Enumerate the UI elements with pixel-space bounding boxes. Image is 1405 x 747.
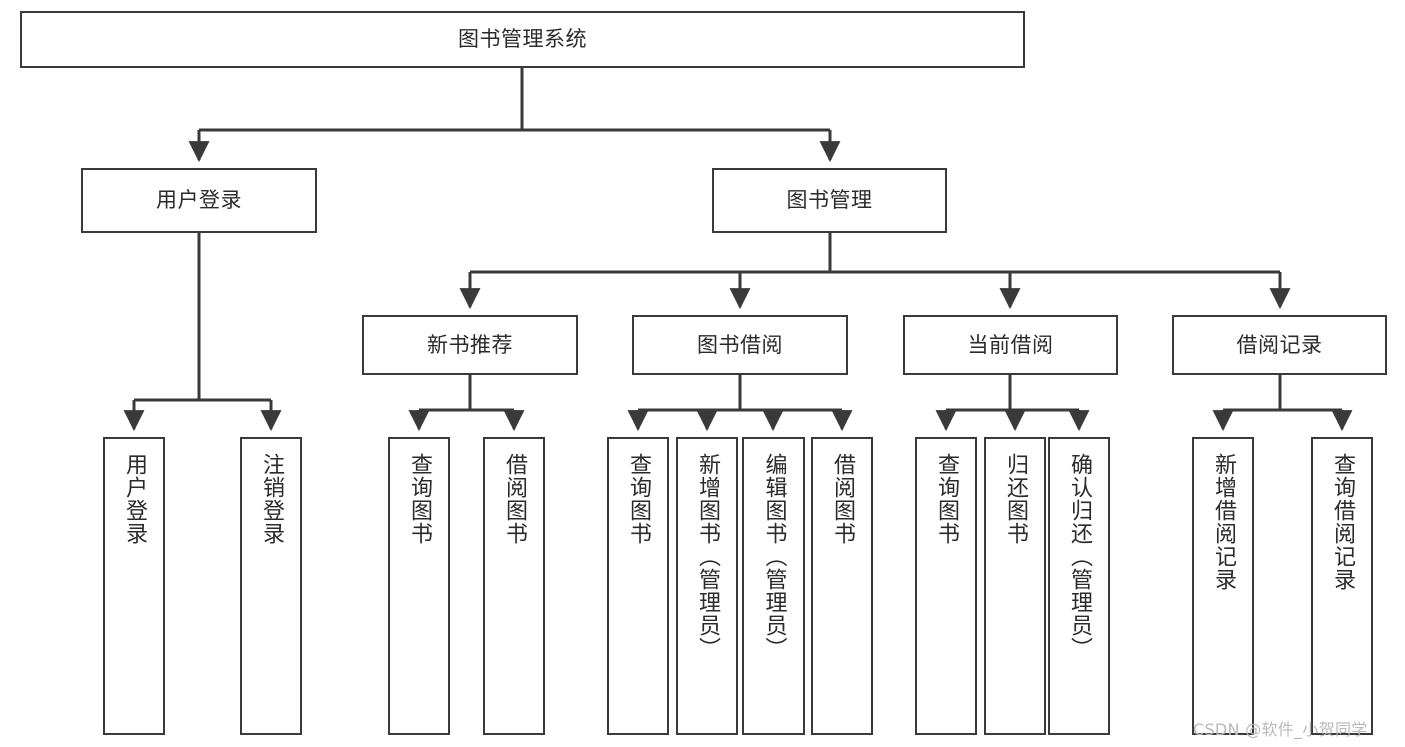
leaf-query-book-current-label: 查询图书 [933, 453, 959, 545]
leaf-confirm-return-admin[interactable]: 确认归还（管理员） [1048, 437, 1110, 735]
node-borrow-records-label: 借阅记录 [1236, 332, 1323, 357]
leaf-add-book-admin[interactable]: 新增图书（管理员） [676, 437, 738, 735]
leaf-user-logout[interactable]: 注销登录 [240, 437, 302, 735]
node-book-management-label: 图书管理 [786, 188, 873, 213]
node-current-borrow-label: 当前借阅 [967, 332, 1054, 357]
leaf-query-book-borrow[interactable]: 查询图书 [607, 437, 669, 735]
leaf-query-book-borrow-label: 查询图书 [625, 453, 651, 545]
node-new-book-recommend-label: 新书推荐 [427, 332, 513, 357]
leaf-query-book-current[interactable]: 查询图书 [915, 437, 977, 735]
leaf-return-book[interactable]: 归还图书 [984, 437, 1046, 735]
leaf-query-book-recommend-label: 查询图书 [406, 453, 432, 545]
leaf-borrow-book-label: 借阅图书 [829, 453, 855, 545]
leaf-borrow-book-recommend[interactable]: 借阅图书 [483, 437, 545, 735]
leaf-confirm-return-admin-label: 确认归还（管理员） [1066, 453, 1092, 660]
watermark-text: CSDN @软件_小贺同学 [1193, 720, 1368, 739]
leaf-add-book-admin-label: 新增图书（管理员） [694, 453, 720, 660]
leaf-query-book-recommend[interactable]: 查询图书 [388, 437, 450, 735]
node-book-borrow[interactable]: 图书借阅 [632, 315, 848, 375]
leaf-add-borrow-record[interactable]: 新增借阅记录 [1192, 437, 1254, 735]
leaf-query-borrow-record-label: 查询借阅记录 [1329, 453, 1355, 591]
leaf-user-logout-label: 注销登录 [258, 453, 284, 545]
node-book-management[interactable]: 图书管理 [712, 168, 947, 233]
leaf-borrow-book-recommend-label: 借阅图书 [501, 453, 527, 545]
node-user-login[interactable]: 用户登录 [81, 168, 317, 233]
leaf-borrow-book[interactable]: 借阅图书 [811, 437, 873, 735]
node-root[interactable]: 图书管理系统 [20, 11, 1025, 68]
node-borrow-records[interactable]: 借阅记录 [1172, 315, 1387, 375]
node-new-book-recommend[interactable]: 新书推荐 [362, 315, 578, 375]
leaf-add-borrow-record-label: 新增借阅记录 [1210, 453, 1236, 591]
leaf-user-login-label: 用户登录 [121, 453, 147, 545]
leaf-user-login[interactable]: 用户登录 [103, 437, 165, 735]
leaf-return-book-label: 归还图书 [1002, 453, 1028, 545]
node-root-label: 图书管理系统 [458, 27, 587, 52]
node-current-borrow[interactable]: 当前借阅 [903, 315, 1118, 375]
leaf-query-borrow-record[interactable]: 查询借阅记录 [1311, 437, 1373, 735]
leaf-edit-book-admin[interactable]: 编辑图书（管理员） [742, 437, 805, 735]
leaf-edit-book-admin-label: 编辑图书（管理员） [761, 453, 787, 660]
node-book-borrow-label: 图书借阅 [697, 332, 783, 357]
node-user-login-label: 用户登录 [156, 188, 242, 213]
